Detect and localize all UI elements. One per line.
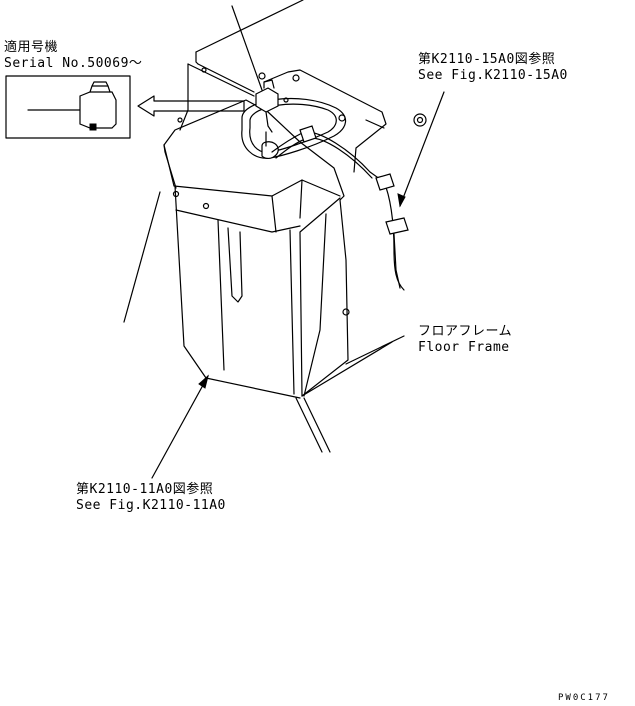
- reference-upper-en: See Fig.K2110-15A0: [418, 68, 568, 83]
- serial-detail-box: [5, 75, 131, 139]
- boot-opening: [241, 97, 347, 159]
- cover-housing: [163, 97, 345, 399]
- serial-label: 適用号機 Serial No.50069～: [4, 40, 142, 72]
- floor-frame-label: フロアフレーム Floor Frame: [418, 324, 512, 356]
- floor-frame-label-jp: フロアフレーム: [418, 324, 513, 339]
- reference-lower-en: See Fig.K2110-11A0: [76, 498, 226, 513]
- serial-label-jp: 適用号機: [4, 40, 59, 55]
- detail-arrow: [137, 95, 245, 117]
- switch-assembly: [255, 79, 409, 291]
- reference-lower: 第K2110-11A0図参照 See Fig.K2110-11A0: [76, 482, 226, 514]
- serial-label-en: Serial No.50069～: [4, 56, 143, 71]
- drawing-code: PW0C177: [558, 693, 610, 703]
- floor-frame-label-en: Floor Frame: [418, 340, 510, 355]
- floor-frame-outline: [179, 0, 427, 453]
- leader-lines: [123, 5, 445, 479]
- leader-arrowheads: [198, 193, 406, 389]
- reference-upper: 第K2110-15A0図参照 See Fig.K2110-15A0: [418, 52, 568, 84]
- reference-upper-jp: 第K2110-15A0図参照: [418, 52, 556, 67]
- reference-lower-jp: 第K2110-11A0図参照: [76, 482, 214, 497]
